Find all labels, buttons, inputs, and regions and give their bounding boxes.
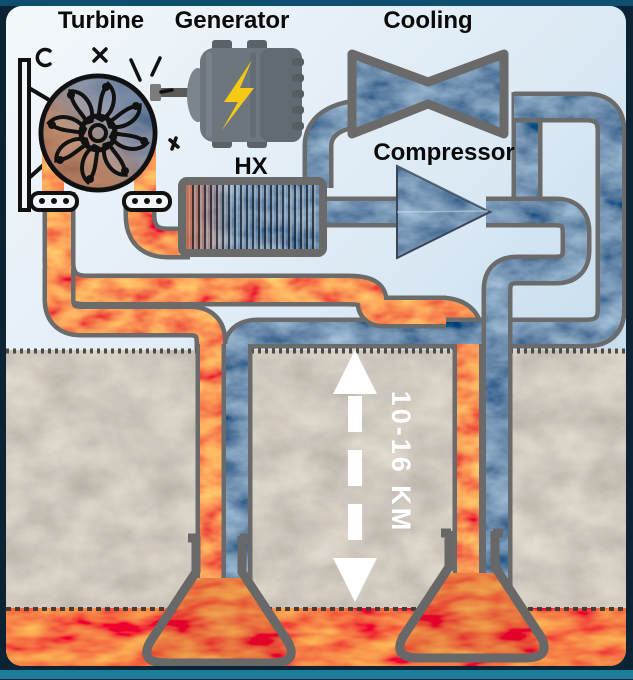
compressor-cone-icon [396,164,493,260]
pipe-turbine-to-hx [123,198,190,260]
compressor-label: Compressor [373,139,514,166]
heat-exchanger-icon [178,177,327,257]
generator-label: Generator [175,7,290,34]
hx-label: HX [234,153,267,180]
turbine-feet [29,191,172,212]
lightning-bolt-icon [222,60,254,130]
cooling-label: Cooling [383,7,472,34]
depth-arrow-icon [333,350,377,602]
pipe-cold-return-run [221,91,626,354]
pipe-compressor-outlet [481,196,592,352]
pipe-network [42,91,626,359]
rock-layer [6,350,626,612]
flask-right [395,528,549,663]
pipe-hot-lower-run [42,268,228,359]
flask-right-outline [395,531,549,663]
generator-motor-icon [150,40,304,148]
turbine-fan-icon [18,47,180,212]
turbine-rim-dots [48,83,148,183]
cooling-valve-icon [347,49,509,139]
frame-accent-bottom [0,670,633,679]
diagram-canvas: 10-16 KM [6,6,626,666]
turbine-label: Turbine [58,7,144,34]
spark-marks [35,47,180,151]
depth-label: 10-16 KM [386,391,416,534]
frame-accent-top [0,0,633,6]
flask-left-outline [142,536,296,666]
flask-left [142,533,296,666]
generator-shaft [152,88,200,97]
diagram-svg: 10-16 KM [6,6,626,666]
